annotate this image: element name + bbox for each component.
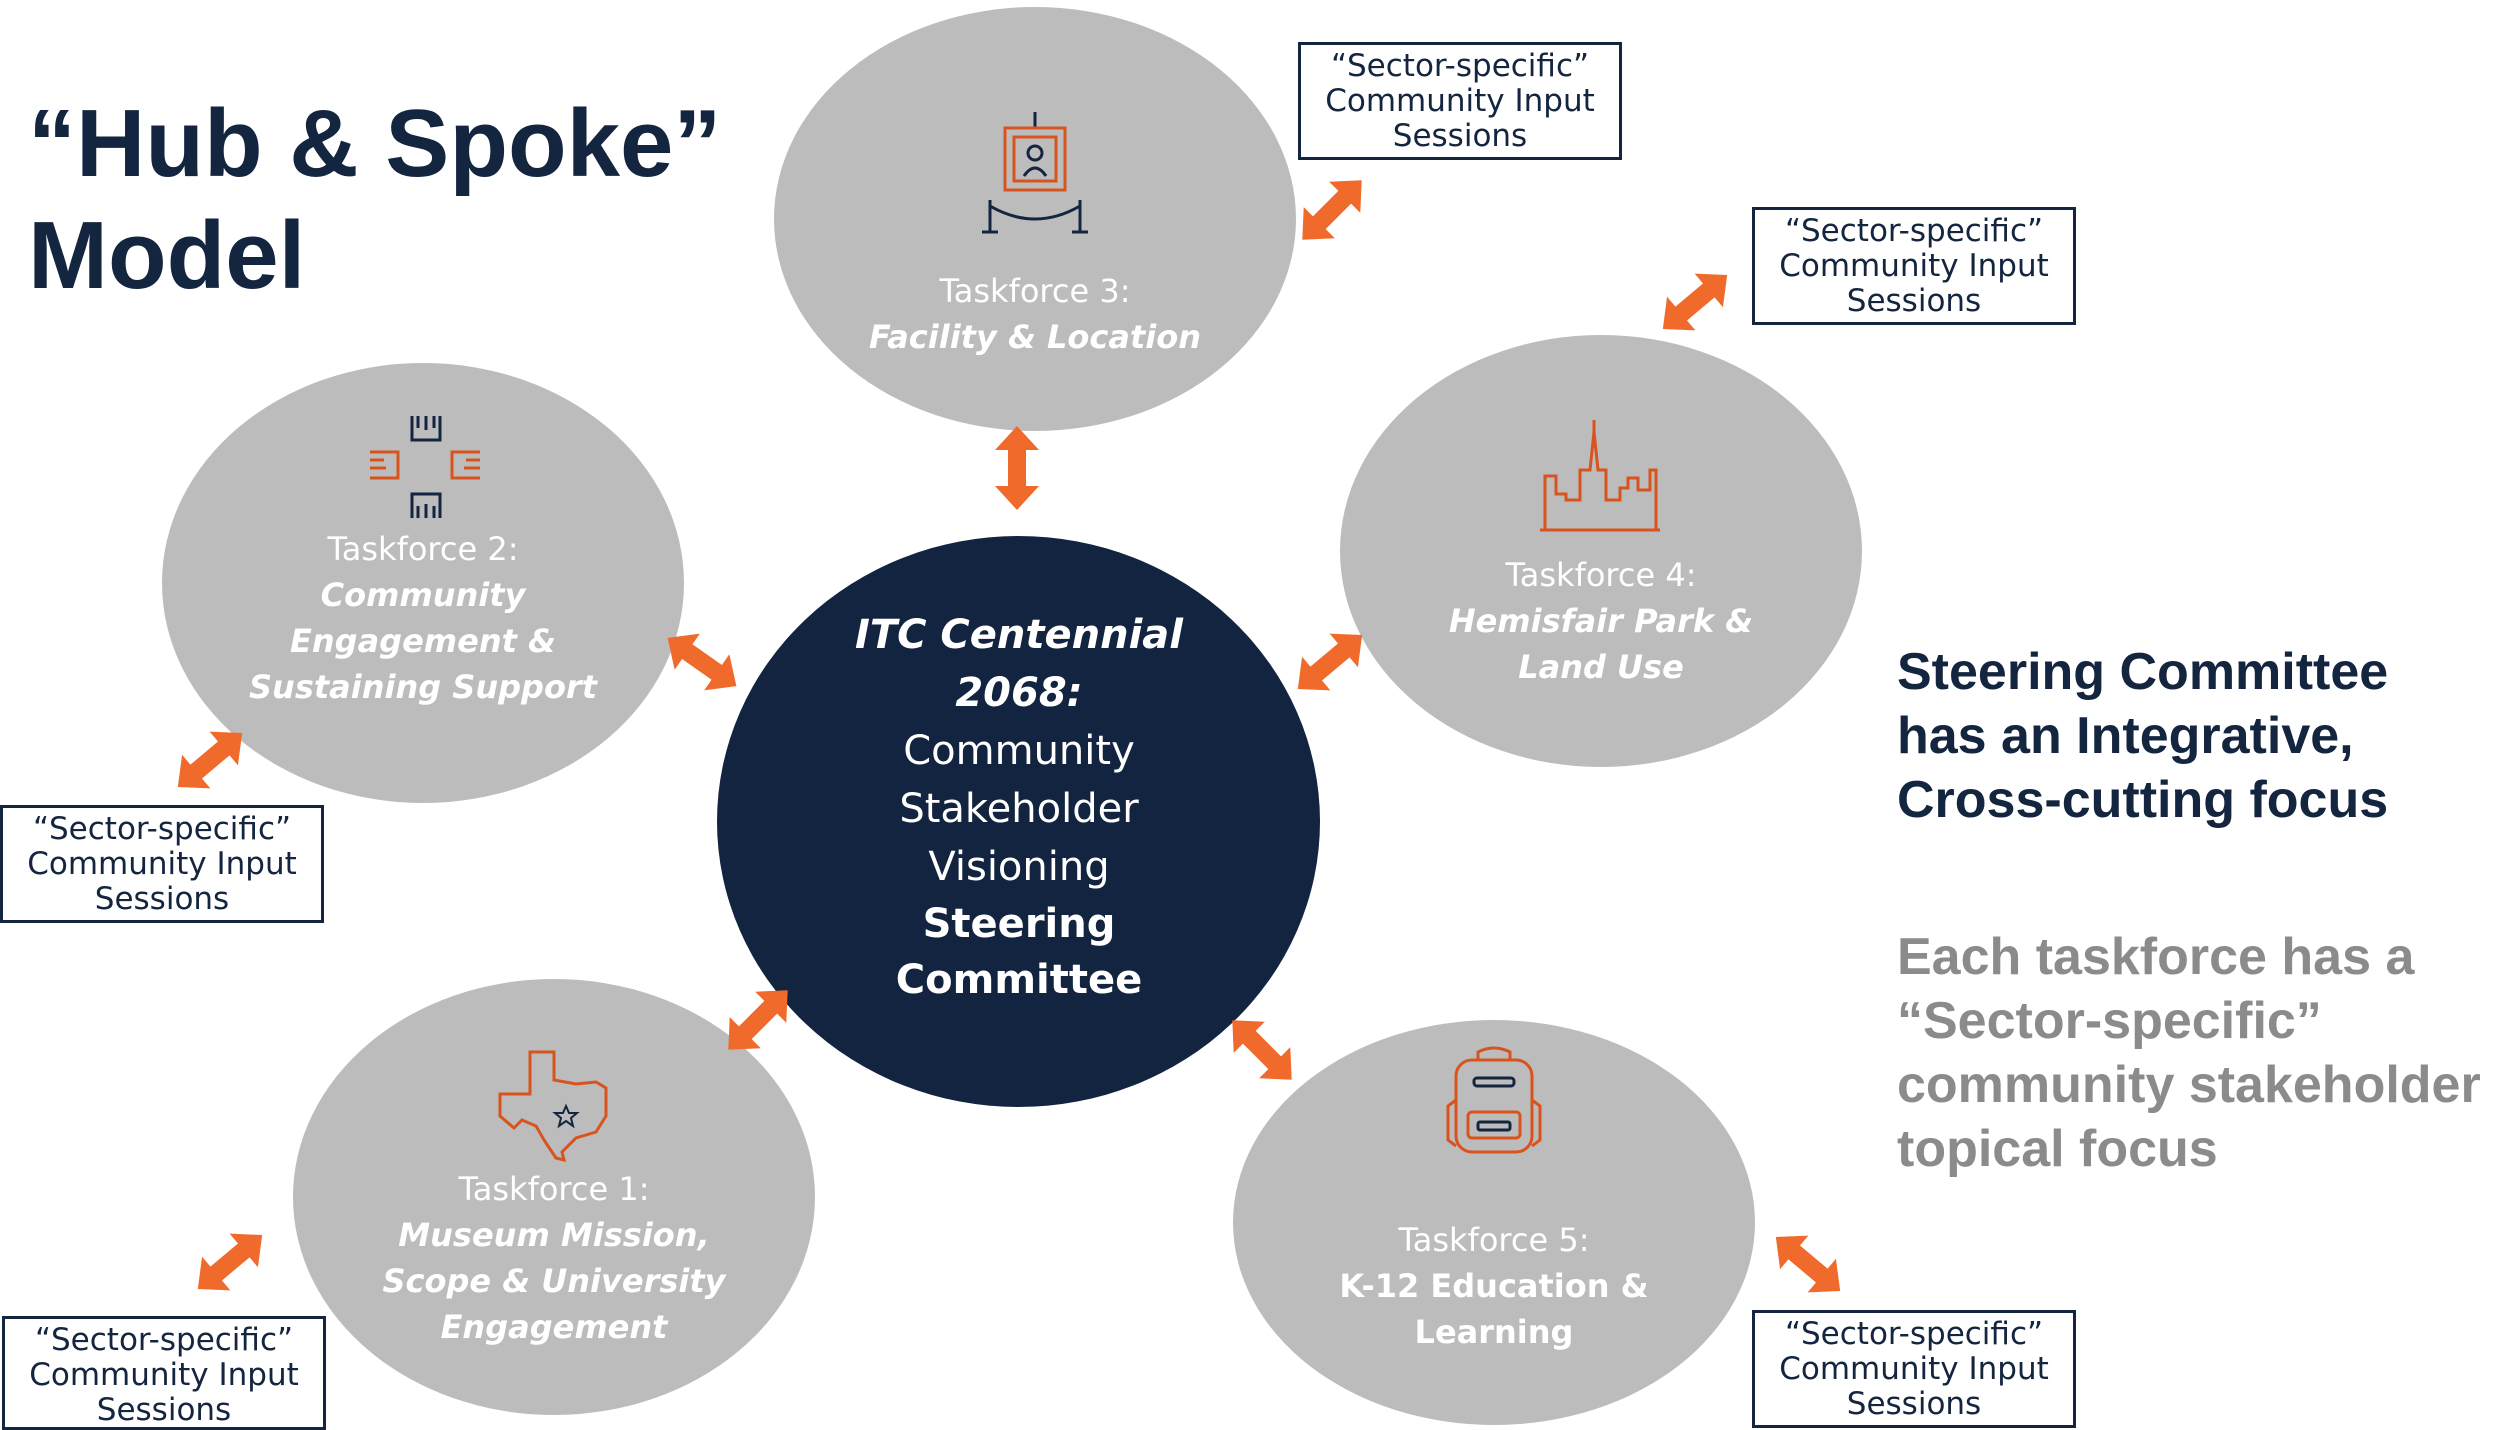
sector-note-line-4: topical focus [1897, 1120, 2218, 1178]
input-sessions-line-1: “Sector-specific” [1784, 213, 2044, 249]
taskforce-2-node [162, 363, 684, 803]
arrow-tf5-sessions [1761, 1220, 1855, 1308]
taskforce-3-number: Taskforce 3: [939, 272, 1131, 310]
arrow-tf1-sessions [183, 1218, 277, 1306]
arrow-hub-tf1 [712, 974, 804, 1066]
texas-map-icon [498, 1050, 608, 1163]
arrow-tf3-sessions [1286, 164, 1378, 256]
input-sessions-line-2: Community Input [1779, 1351, 2049, 1387]
input-sessions-line-2: Community Input [27, 846, 297, 882]
taskforce-4-label: Taskforce 4: Hemisfair Park & Land Use [1340, 552, 1862, 690]
arrow-tf2-sessions [163, 716, 257, 804]
arrow-hub-tf5 [1216, 1004, 1308, 1096]
sector-note-line-3: community stakeholder [1897, 1056, 2481, 1114]
arrow-tf4-sessions [1648, 258, 1742, 346]
taskforce-2-name-line-1: Community [320, 576, 526, 614]
taskforce-4-name-line-2: Land Use [1518, 648, 1684, 686]
input-sessions-line-3: Sessions [94, 881, 230, 917]
taskforce-5-name-line-2: Learning [1414, 1313, 1574, 1351]
taskforce-5-number: Taskforce 5: [1398, 1221, 1590, 1259]
museum-exhibit-icon [982, 112, 1088, 234]
input-sessions-box-tf4: “Sector-specific” Community Input Sessio… [1752, 207, 2076, 325]
taskforce-1-name-line-2: Scope & University [382, 1262, 726, 1300]
sector-note-line-2: “Sector-specific” [1897, 992, 2322, 1050]
hub-body-line-1: Community [903, 728, 1135, 774]
integrative-note-line-3: Cross-cutting focus [1897, 771, 2389, 829]
hub-strong-line-2: Committee [895, 957, 1143, 1003]
integrative-focus-note: Steering Committee has an Integrative, C… [1897, 640, 2497, 832]
taskforce-3-name-line-1: Facility & Location [869, 318, 1201, 356]
arrow-hub-tf2 [654, 619, 750, 705]
input-sessions-line-2: Community Input [1779, 248, 2049, 284]
input-sessions-line-3: Sessions [96, 1392, 232, 1428]
input-sessions-box-tf5: “Sector-specific” Community Input Sessio… [1752, 1310, 2076, 1428]
input-sessions-box-tf1: “Sector-specific” Community Input Sessio… [2, 1316, 326, 1430]
title-line-2: Model [28, 202, 306, 309]
integrative-note-line-1: Steering Committee [1897, 643, 2389, 701]
helping-hands-icon [370, 416, 480, 518]
title-line-1: “Hub & Spoke” [28, 90, 722, 197]
input-sessions-line-3: Sessions [1846, 1386, 1982, 1422]
taskforce-3-label: Taskforce 3: Facility & Location [774, 268, 1296, 360]
backpack-icon [1446, 1046, 1542, 1154]
city-skyline-icon [1540, 420, 1660, 532]
hub-title-line-2: 2068: [955, 670, 1083, 716]
hub-title-line-1: ITC Centennial [854, 612, 1184, 658]
page-title: “Hub & Spoke” Model [28, 88, 721, 312]
hub-body-line-2: Stakeholder [899, 786, 1139, 832]
input-sessions-line-3: Sessions [1392, 118, 1528, 154]
taskforce-4-node [1340, 335, 1862, 767]
arrow-hub-tf3 [995, 426, 1039, 510]
input-sessions-line-3: Sessions [1846, 283, 1982, 319]
taskforce-1-number: Taskforce 1: [458, 1170, 650, 1208]
taskforce-2-number: Taskforce 2: [327, 530, 519, 568]
input-sessions-line-2: Community Input [29, 1357, 299, 1393]
input-sessions-line-2: Community Input [1325, 83, 1595, 119]
hub-body-line-3: Visioning [928, 844, 1110, 890]
sector-note-line-1: Each taskforce has a [1897, 928, 2415, 986]
taskforce-5-name-line-1: K-12 Education & [1339, 1267, 1649, 1305]
taskforce-1-label: Taskforce 1: Museum Mission, Scope & Uni… [293, 1166, 815, 1350]
input-sessions-line-1: “Sector-specific” [34, 1322, 294, 1358]
input-sessions-box-tf3: “Sector-specific” Community Input Sessio… [1298, 42, 1622, 160]
input-sessions-box-tf2: “Sector-specific” Community Input Sessio… [0, 805, 324, 923]
arrow-hub-tf4 [1283, 618, 1377, 706]
input-sessions-line-1: “Sector-specific” [1784, 1316, 2044, 1352]
taskforce-5-label: Taskforce 5: K-12 Education & Learning [1233, 1217, 1755, 1355]
taskforce-4-name-line-1: Hemisfair Park & [1448, 602, 1754, 640]
taskforce-2-name-line-3: Sustaining Support [248, 668, 597, 706]
hub-strong-line-1: Steering [922, 901, 1116, 947]
taskforce-1-name-line-3: Engagement [440, 1308, 668, 1346]
hub-node [717, 536, 1320, 1107]
taskforce-4-number: Taskforce 4: [1505, 556, 1697, 594]
taskforce-2-label: Taskforce 2: Community Engagement & Sust… [162, 526, 684, 710]
hub-label: ITC Centennial 2068: Community Stakehold… [760, 606, 1278, 1008]
taskforce-1-name-line-1: Museum Mission, [398, 1216, 710, 1254]
taskforce-2-name-line-2: Engagement & [290, 622, 556, 660]
integrative-note-line-2: has an Integrative, [1897, 707, 2354, 765]
input-sessions-line-1: “Sector-specific” [32, 811, 292, 847]
input-sessions-line-1: “Sector-specific” [1330, 48, 1590, 84]
sector-focus-note: Each taskforce has a “Sector-specific” c… [1897, 925, 2504, 1181]
